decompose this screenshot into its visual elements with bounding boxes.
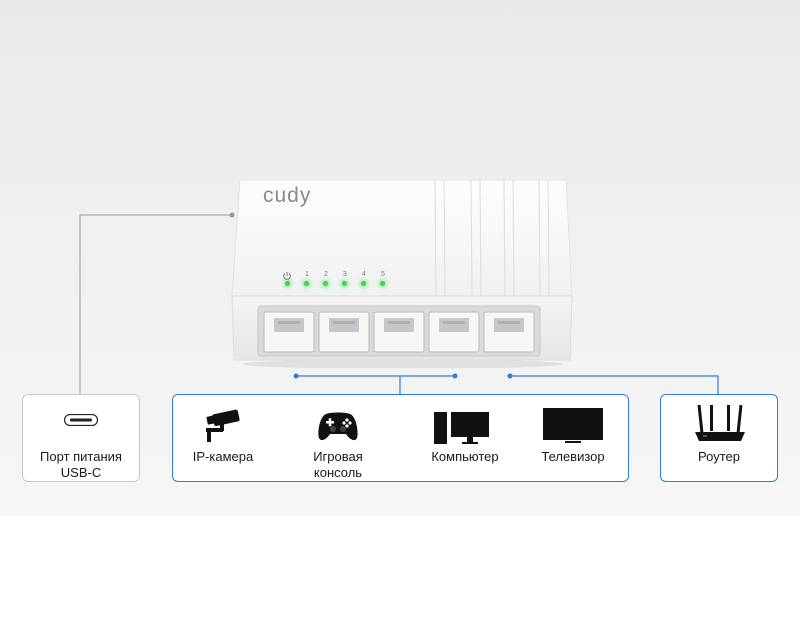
power-port-label: Порт питания USB-C (40, 449, 122, 480)
usb-c-icon (64, 414, 98, 426)
port-led-3 (342, 281, 347, 286)
port-led-4 (361, 281, 366, 286)
port-label-2: 2 (324, 271, 328, 278)
network-switch (228, 178, 573, 369)
port-label-4: 4 (362, 271, 366, 278)
port-led-2 (323, 281, 328, 286)
power-icon (283, 272, 291, 280)
port-label-3: 3 (343, 271, 347, 278)
computer-icon (434, 412, 489, 444)
router-label: Роутер (698, 449, 740, 464)
power-connector-line (79, 214, 232, 395)
port-label-5: 5 (381, 271, 385, 278)
power-port-box (22, 394, 140, 482)
port-led-1 (304, 281, 309, 286)
port-label-1: 1 (305, 271, 309, 278)
port-led-5 (380, 281, 385, 286)
router-icon (695, 404, 745, 441)
tv-icon (543, 408, 603, 443)
ip-camera-label: IP-камера (192, 449, 254, 464)
ip-camera-icon (206, 409, 240, 442)
tv-label: Телевизор (541, 449, 605, 464)
gamepad-icon (318, 412, 358, 441)
switch-body (231, 179, 573, 369)
game-console-label: Игровая консоль (313, 449, 363, 480)
brand-logo: cudy (263, 184, 312, 207)
computer-label: Компьютер (431, 449, 499, 464)
connector-lines (79, 212, 719, 395)
router-connector-line (510, 375, 719, 395)
power-led (285, 281, 290, 286)
